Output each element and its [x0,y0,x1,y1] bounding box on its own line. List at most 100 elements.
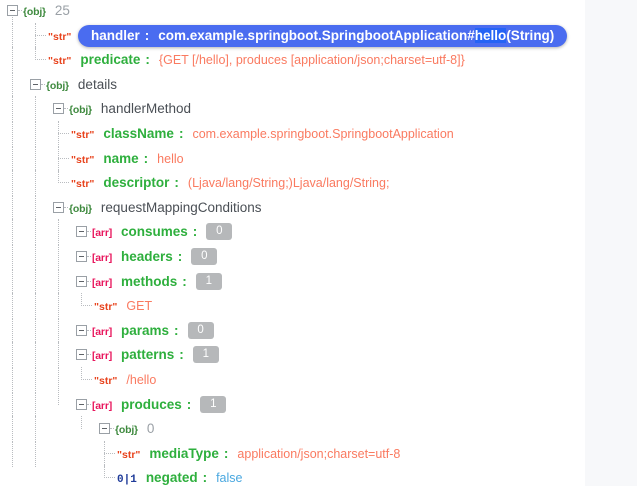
guide-line [35,392,37,418]
tree-row-descriptor[interactable]: "str"descriptor:(Ljava/lang/String;)Ljav… [0,170,637,196]
key-colon: : [174,323,179,338]
expander-details[interactable] [30,79,41,90]
guide-line [35,416,37,442]
guide-line [35,23,37,49]
guide-line [12,318,14,344]
expander-connector [87,231,91,233]
tree-row-consumes[interactable]: [arr]consumes:0 [0,219,637,245]
expander-headers[interactable] [76,251,87,262]
key-methods: methods [121,274,178,289]
guide-line [12,170,14,196]
type-tag-str: "str" [117,449,141,461]
expander-requestMappingConditions[interactable] [53,202,64,213]
key-predicate: predicate [80,52,141,67]
count-badge-methods: 1 [195,273,222,290]
guide-line [12,47,14,73]
count-badge-headers: 0 [191,248,218,265]
type-tag-str: "str" [71,129,95,141]
expander-consumes[interactable] [76,226,87,237]
tree-row-patterns[interactable]: [arr]patterns:1 [0,342,637,368]
expander-connector [110,428,114,430]
guide-line [58,146,60,172]
tree-row-methods-item-0[interactable]: "str"GET [0,293,637,319]
guide-line [12,441,14,467]
node-name-root: 25 [54,3,70,18]
tree-row-handlerMethod[interactable]: {obj}handlerMethod [0,96,637,122]
key-name: name [103,151,139,166]
key-className: className [103,126,174,141]
type-tag-obj: {obj} [69,203,92,215]
key-params: params [121,323,170,338]
search-match-highlight: hello [474,28,507,43]
expander-produces[interactable] [76,399,87,410]
tree-row-produces[interactable]: [arr]produces:1 [0,392,637,418]
value-handler: com.example.springboot.SpringbootApplica… [158,28,554,43]
right-panel-shade [585,0,637,486]
tree-row-patterns-item-0[interactable]: "str"/hello [0,367,637,393]
expander-handlerMethod[interactable] [53,103,64,114]
expander-methods[interactable] [76,276,87,287]
expander-patterns[interactable] [76,349,87,360]
tree-row-predicate[interactable]: "str"predicate:{GET [/hello], produces [… [0,47,637,73]
tree-row-className[interactable]: "str" className: com.example.springboot.Sp… [0,121,637,147]
tree-row-requestMappingConditions[interactable]: {obj}requestMappingConditions [0,195,637,221]
guide-line [35,47,37,60]
guide-line [58,170,60,183]
type-tag-arr: [arr] [92,326,113,338]
guide-line [35,318,37,344]
selected-row-pill[interactable]: handler:com.example.springboot.Springboo… [78,25,568,47]
key-colon: : [202,470,208,485]
guide-line [58,342,60,368]
type-tag-arr: [arr] [92,252,113,264]
tree-row-mediaType[interactable]: "str"mediaType:application/json;charset=… [0,441,637,467]
value-prefix: com.example.springboot.SpringbootApplica… [158,28,475,43]
count-badge-patterns: 1 [192,346,219,363]
type-tag-arr: [arr] [92,350,113,362]
guide-line [12,269,14,295]
tree-row-name[interactable]: "str"name:hello [0,146,637,172]
tree-row-params[interactable]: [arr]params:0 [0,318,637,344]
tree-row-produces-item-0[interactable]: {obj}0 [0,416,637,442]
node-name-details: details [77,77,117,92]
expander-connector [87,354,91,356]
expander-params[interactable] [76,325,87,336]
node-name-produces-0: 0 [146,421,155,436]
type-tag-obj: {obj} [69,104,92,116]
guide-line [12,11,14,24]
value-className: com.example.springboot.SpringbootApplica… [192,127,454,141]
key-colon: : [178,126,184,141]
guide-line [35,342,37,368]
guide-line [58,318,60,344]
expander-connector [87,256,91,258]
guide-line [104,465,106,478]
key-handler: handler [91,28,140,43]
guide-line [12,195,14,221]
tree-row-root[interactable]: {obj}25 [0,0,637,24]
key-colon: : [177,249,183,264]
value-mediaType: application/json;charset=utf-8 [237,447,401,461]
expander-connector [64,207,68,209]
guide-line [35,219,37,245]
guide-line [12,72,14,98]
key-colon: : [145,52,150,67]
guide-line [12,367,14,393]
expander-root[interactable] [7,5,18,16]
tree-row-details[interactable]: {obj} details [0,72,637,98]
tree-row-headers[interactable]: [arr]headers:0 [0,244,637,270]
type-tag-obj: {obj} [46,80,69,92]
expander-produces-0[interactable] [99,423,110,434]
expander-connector [87,330,91,332]
tree-row-methods[interactable]: [arr] methods:1 [0,269,637,295]
guide-line [35,441,37,467]
expander-connector [87,404,91,406]
type-tag-bool: 0|1 [117,474,137,486]
tree-row-handler[interactable]: "str" handler:com.example.springboot.Spr… [0,23,637,49]
key-colon: : [182,274,187,289]
type-tag-arr: [arr] [92,277,113,289]
guide-line [58,293,60,319]
guide-elbow [81,305,92,307]
type-tag-str: "str" [71,154,95,166]
guide-line [81,367,83,380]
guide-line [35,195,37,221]
